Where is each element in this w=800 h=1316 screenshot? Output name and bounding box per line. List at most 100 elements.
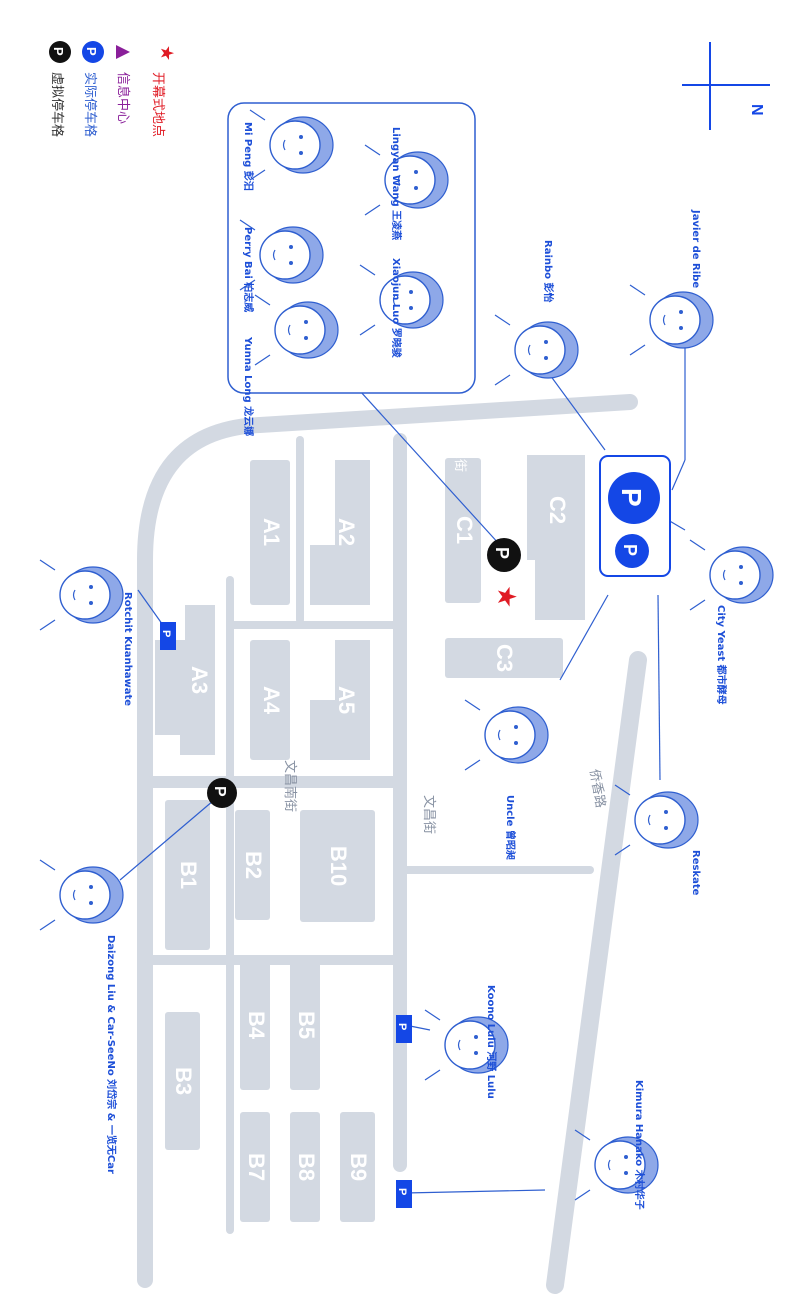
portrait-9 [614, 784, 699, 856]
parking-rect-wenchang [396, 1015, 412, 1043]
legend-label-info: 信息中心 [115, 72, 131, 124]
block-B4 [240, 960, 270, 1090]
block-label-A2: A2 [334, 518, 359, 546]
person-label: Xiaojun Luo 罗晓骏 [390, 258, 403, 358]
block-C3 [445, 638, 563, 678]
portrait-13 [39, 559, 124, 631]
block-label-B3: B3 [171, 1067, 196, 1095]
block-label-C2: C2 [545, 496, 570, 524]
block-B5 [290, 960, 320, 1090]
parking-rect-b9 [396, 1180, 412, 1208]
block-label-B9: B9 [346, 1153, 371, 1181]
portraits [39, 109, 774, 1201]
svg-text:P: P [51, 47, 66, 56]
block-A4 [250, 640, 290, 760]
portrait-3 [359, 264, 444, 336]
person-label: Yunna Long 龙云娜 [242, 336, 255, 436]
blue-parking-icon-large [608, 472, 660, 524]
portrait-1 [364, 144, 449, 216]
svg-text:P: P [160, 630, 172, 637]
blue-parking-icon-medium [615, 534, 649, 568]
svg-text:P: P [396, 1023, 408, 1030]
svg-text:P: P [396, 1188, 408, 1195]
virtual-parking-icon-a3 [207, 778, 237, 808]
legend-label-opening: 开幕式地点 [150, 72, 165, 137]
svg-text:P: P [616, 488, 647, 507]
legend: ★ 开幕式地点 信息中心 P 实际停车格 P 虚拟停车格 [49, 41, 177, 137]
block-B7 [240, 1112, 270, 1222]
block-label-A3: A3 [187, 666, 212, 694]
block-label-B8: B8 [294, 1153, 319, 1181]
block-label-B4: B4 [244, 1011, 269, 1040]
red-star-icon: ★ [157, 45, 177, 61]
person-label: Reskate [690, 850, 701, 896]
portrait-7 [689, 539, 774, 611]
portrait-6 [494, 314, 579, 386]
svg-text:P: P [211, 786, 228, 797]
svg-text:P: P [620, 544, 640, 556]
block-B3 [165, 1012, 200, 1150]
portrait-11 [574, 1129, 659, 1201]
block-B9 [340, 1112, 375, 1222]
roads [137, 394, 647, 1294]
road-xiangshan-east [137, 394, 638, 1288]
portrait-5 [629, 284, 714, 356]
portrait-2 [239, 219, 324, 291]
road-qiaoxiang [546, 651, 647, 1294]
connector-lines [119, 345, 686, 1194]
block-label-B2: B2 [241, 851, 266, 879]
portrait-4 [254, 294, 339, 366]
block-label-B5: B5 [294, 1011, 319, 1039]
person-label: Kimura Hanako 木村华子 [633, 1080, 646, 1210]
block-label-C3: C3 [492, 644, 517, 672]
parking-rect-a3 [160, 622, 176, 650]
block-C2 [527, 455, 585, 620]
person-label: Lingyan Wang 王凌燕 [390, 127, 403, 240]
block-A1 [250, 460, 290, 605]
street-label-wenchang-south: 文昌南街 [282, 760, 298, 812]
block-B8 [290, 1112, 320, 1222]
block-B2 [235, 810, 270, 920]
person-label: Koono Lulu 河野 Lulu [485, 985, 497, 1099]
person-label: Uncle 曾昭昶 [504, 795, 517, 860]
blocks [155, 455, 585, 1222]
svg-text:P: P [84, 47, 99, 56]
block-label-A4: A4 [259, 686, 284, 715]
person-label: Rainbo 彭怡 [542, 240, 555, 303]
purple-triangle-icon [116, 45, 130, 59]
portrait-0 [249, 109, 334, 181]
street-label-wenchang: 文昌街 [421, 795, 436, 834]
virtual-parking-icon-c1 [487, 538, 521, 572]
block-B10 [300, 810, 375, 922]
portrait-12 [39, 859, 124, 931]
block-label-C1: C1 [452, 516, 477, 544]
block-label-A1: A1 [259, 518, 284, 546]
person-label: Rotchit Kuanhawate [122, 592, 133, 706]
street-label-xiangshan-east: 香山东街 [452, 420, 467, 472]
svg-text:P: P [492, 547, 512, 559]
block-A5 [310, 640, 370, 760]
legend-label-virtual-parking: 虚拟停车格 [49, 72, 65, 137]
compass: N [682, 42, 770, 130]
person-label: Perry Bai 柏志威 [242, 227, 255, 312]
person-label: Daizong Liu & Car-SeeNo 刘岱宗 & 一览无Car [105, 935, 118, 1174]
block-A2 [310, 460, 370, 605]
block-label-A5: A5 [334, 686, 359, 714]
portrait-8 [464, 699, 549, 771]
person-label: Mi Peng 彭汨 [242, 122, 255, 191]
street-label-qiaoxiang: 侨香路 [586, 768, 609, 809]
block-label-B1: B1 [176, 861, 201, 889]
portrait-10 [424, 1009, 509, 1081]
block-label-B10: B10 [326, 846, 351, 886]
compass-north-label: N [748, 104, 765, 116]
blue-parking-icon [82, 41, 104, 63]
block-label-B7: B7 [244, 1153, 269, 1181]
block-B1 [165, 800, 210, 950]
black-parking-icon [49, 41, 71, 63]
opening-star-icon: ★ [492, 585, 522, 608]
person-label: City Yeast 都市酵母 [715, 605, 728, 705]
legend-label-real-parking: 实际停车格 [82, 72, 98, 137]
person-label: Javier de Ribe [690, 209, 701, 288]
